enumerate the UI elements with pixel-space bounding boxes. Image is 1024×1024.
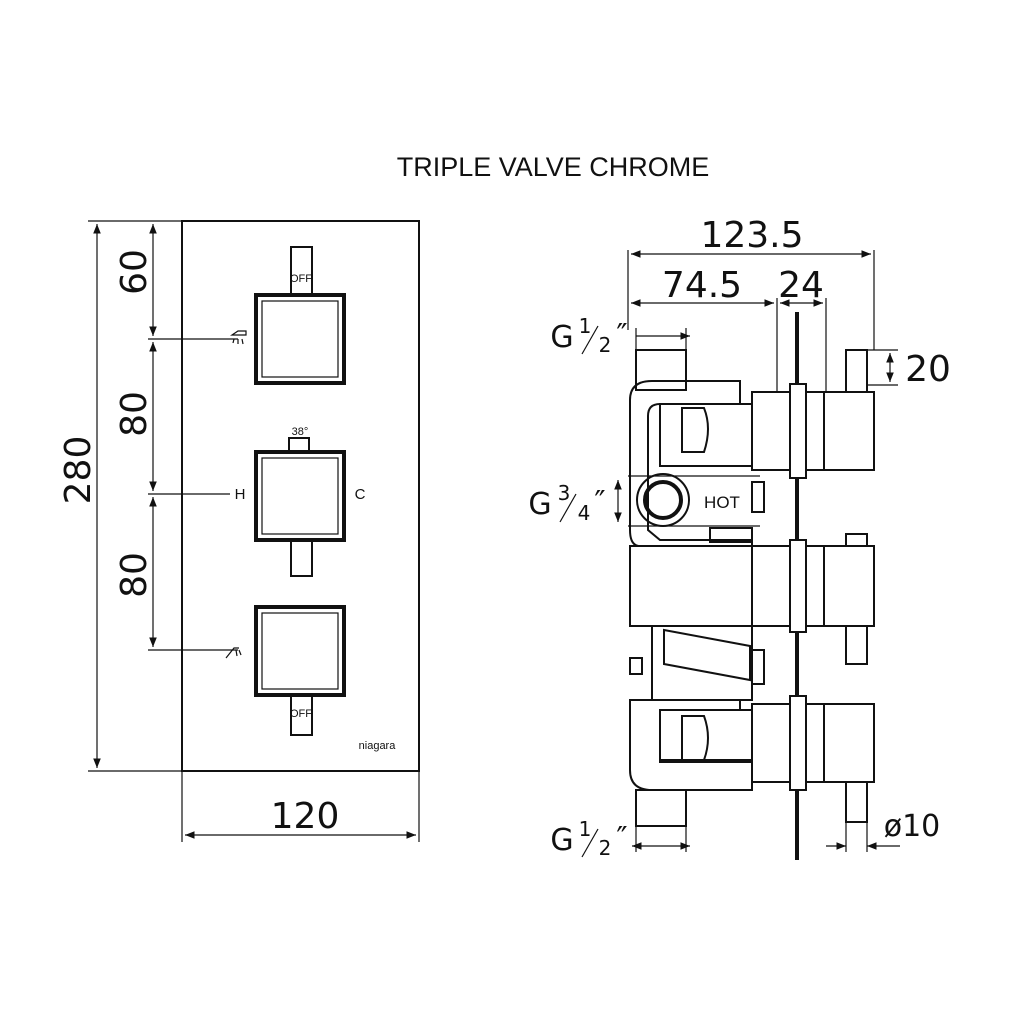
thread-label-hot: G 3 4 ″ (528, 481, 605, 525)
brand-logo: niagara (359, 740, 397, 752)
dim-depth-body: 74.5 (662, 265, 742, 306)
dim-spindle: ø10 (884, 809, 941, 844)
svg-text:″: ″ (616, 821, 627, 856)
label-hot: H (235, 486, 246, 503)
dim-depth-handle: 24 (778, 265, 824, 306)
dim-top-section: 60 (114, 249, 155, 295)
svg-text:4: 4 (578, 501, 591, 525)
label-cold: C (355, 486, 366, 503)
shower-head-icon (230, 330, 247, 345)
hot-inlet-port (636, 473, 690, 527)
svg-text:G: G (528, 487, 551, 522)
dim-depth-total: 123.5 (700, 215, 803, 256)
dim-height-total: 280 (58, 436, 99, 505)
svg-text:G: G (550, 823, 573, 858)
svg-text:1: 1 (579, 817, 592, 841)
svg-text:2: 2 (599, 333, 612, 357)
svg-text:″: ″ (616, 318, 627, 353)
label-off-bottom: OFF (290, 708, 312, 720)
cartridge-middle (751, 533, 875, 665)
middle-handle-knob (254, 450, 346, 542)
cartridge-top (751, 349, 875, 479)
thread-label-top: G 1 2 ″ (550, 314, 627, 357)
dim-lower-section: 80 (114, 552, 155, 598)
thread-label-bottom: G 1 2 ″ (550, 817, 627, 860)
svg-text:1: 1 (579, 314, 592, 338)
svg-text:G: G (550, 320, 573, 355)
label-off-top: OFF (290, 273, 312, 285)
svg-text:″: ″ (594, 485, 605, 520)
dim-middle-section: 80 (114, 391, 155, 437)
svg-text:3: 3 (558, 481, 571, 505)
front-plate (181, 220, 420, 772)
bottom-outlet-pipe (635, 789, 687, 827)
dim-width: 120 (271, 796, 340, 837)
side-view: 123.5 74.5 24 HOT (528, 215, 951, 860)
cartridge-bottom (751, 695, 875, 823)
hand-shower-icon (225, 647, 242, 659)
top-handle-knob (254, 293, 346, 385)
dim-handle-width: 20 (905, 349, 951, 390)
svg-text:2: 2 (599, 836, 612, 860)
top-outlet-pipe (635, 349, 687, 391)
label-hot-inlet: HOT (704, 493, 740, 512)
front-view: 280 60 80 80 OFF 38° H C (58, 220, 420, 842)
drawing-title: TRIPLE VALVE CHROME (397, 152, 710, 182)
label-temp: 38° (292, 426, 309, 438)
bottom-handle-knob (254, 605, 346, 697)
